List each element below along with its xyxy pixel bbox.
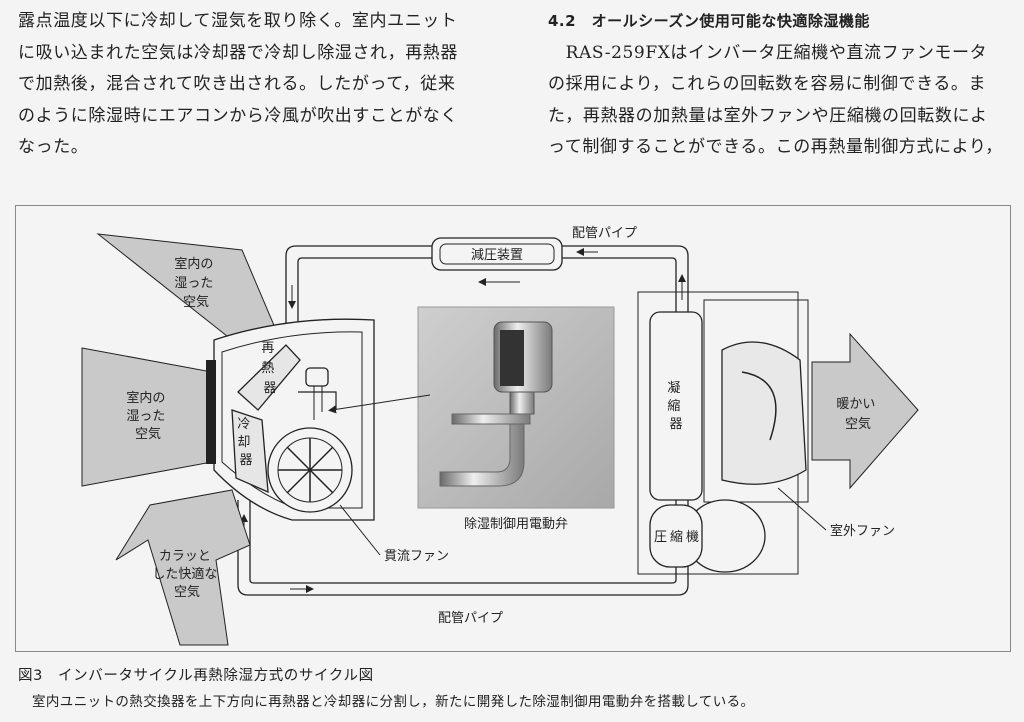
label-line: した快適な [152,566,217,582]
cross-flow-fan-label: 貫流ファン [384,549,449,564]
text-line: のように除湿時にエアコンから冷風が吹出すことがなく [18,105,458,126]
label-line: 空気 [183,294,209,310]
pipe-label-bottom: 配管パイプ [438,611,503,626]
label-line: 器 [263,381,276,396]
pressure-reducer-label: 減圧装置 [471,247,523,263]
reheater-label: 再 熱 器 [261,341,278,396]
label-line: 器 [239,453,252,468]
label-line: 空気 [174,584,200,600]
fan-leader-line [339,504,381,556]
label-line: 湿った [126,409,165,424]
label-line: カラッと [159,549,211,564]
pipe-loop [237,245,689,596]
label-line: 湿った [174,276,213,291]
condenser-body [649,311,703,501]
reheater-coil [237,344,301,411]
warm-air-label: 暖かい 空気 [836,397,879,432]
text-line: って制御することができる。この再熱量制御方式により， [548,137,1003,157]
humid-air-upper-label: 室内の 湿った 空気 [174,256,217,310]
outdoor-fan-leader-line [777,487,827,531]
condenser-label: 凝 縮 器 [667,380,684,432]
dry-air-label: カラッと した快適な 空気 [152,549,221,600]
text-line: で加熱後，混合されて吹き出される。したがって，従来 [18,74,456,94]
label-line: 冷 [237,417,250,432]
cooler-label: 冷 却 器 [237,417,254,468]
label-line: 再 [261,341,274,356]
text-line: RAS-259FXはインバータ圧縮機や直流ファンモータ [548,42,988,63]
figure-caption-text: 室内ユニットの熱交換器を上下方向に再熱器と冷却器に分割し，新たに開発した除湿制御… [32,694,755,710]
dry-air-arrow [115,489,251,646]
label-line: 縮 [667,398,680,414]
outdoor-fan-housing [721,341,807,485]
pressure-reducer: 減圧装置 [431,237,563,286]
body-text-left: 露点温度以下に冷却して湿気を取り除く。室内ユニット に吸い込まれた空気は冷却器で… [18,6,473,164]
pipe-label-top: 配管パイプ [572,226,637,241]
label-line: 室内の [126,390,165,406]
compressor-label: 圧縮機 [654,529,702,545]
fan-blades [278,438,342,502]
text-line: に吸い込まれた空気は冷却器で冷却し除湿され，再熱器 [18,42,458,63]
label-line: 暖かい [836,397,875,412]
humid-air-lower-label: 室内の 湿った 空気 [126,390,169,442]
label-line: 室内の [174,256,213,272]
label-line: 凝 [667,380,680,396]
label-line: 却 [237,435,250,450]
text-line: 露点温度以下に冷却して湿気を取り除く。室内ユニット [18,11,458,31]
figure-frame [15,205,1011,652]
text-line: の採用により，これらの回転数を容易に制御できる。ま [548,74,987,94]
warm-air-arrow [811,332,919,490]
indoor-unit [206,318,375,521]
text-line: た，再熱器の加熱量は室外ファンや圧縮機の回転数によ [548,105,988,126]
text-line: なった。 [18,137,89,157]
body-text-right: 4.2 オールシーズン使用可能な快適除湿機能 RAS-259FXはインバータ圧縮… [548,6,1008,164]
intake-grille [206,360,216,464]
label-line: 器 [669,417,682,432]
label-line: 空気 [845,416,871,432]
valve-label: 除湿制御用電動弁 [464,517,568,532]
valve-leader-line [328,394,431,414]
section-heading: 4.2 オールシーズン使用可能な快適除湿機能 [548,12,870,30]
valve-photo [417,306,615,509]
outdoor-fan-label: 室外ファン [830,523,895,539]
label-line: 熱 [261,361,274,376]
valve-schematic [305,367,329,387]
cooler-coil [231,409,269,494]
label-line: 空気 [135,426,161,442]
outdoor-unit [637,291,809,575]
figure-caption-title: 図3 インバータサイクル再熱除湿方式のサイクル図 [18,668,374,684]
